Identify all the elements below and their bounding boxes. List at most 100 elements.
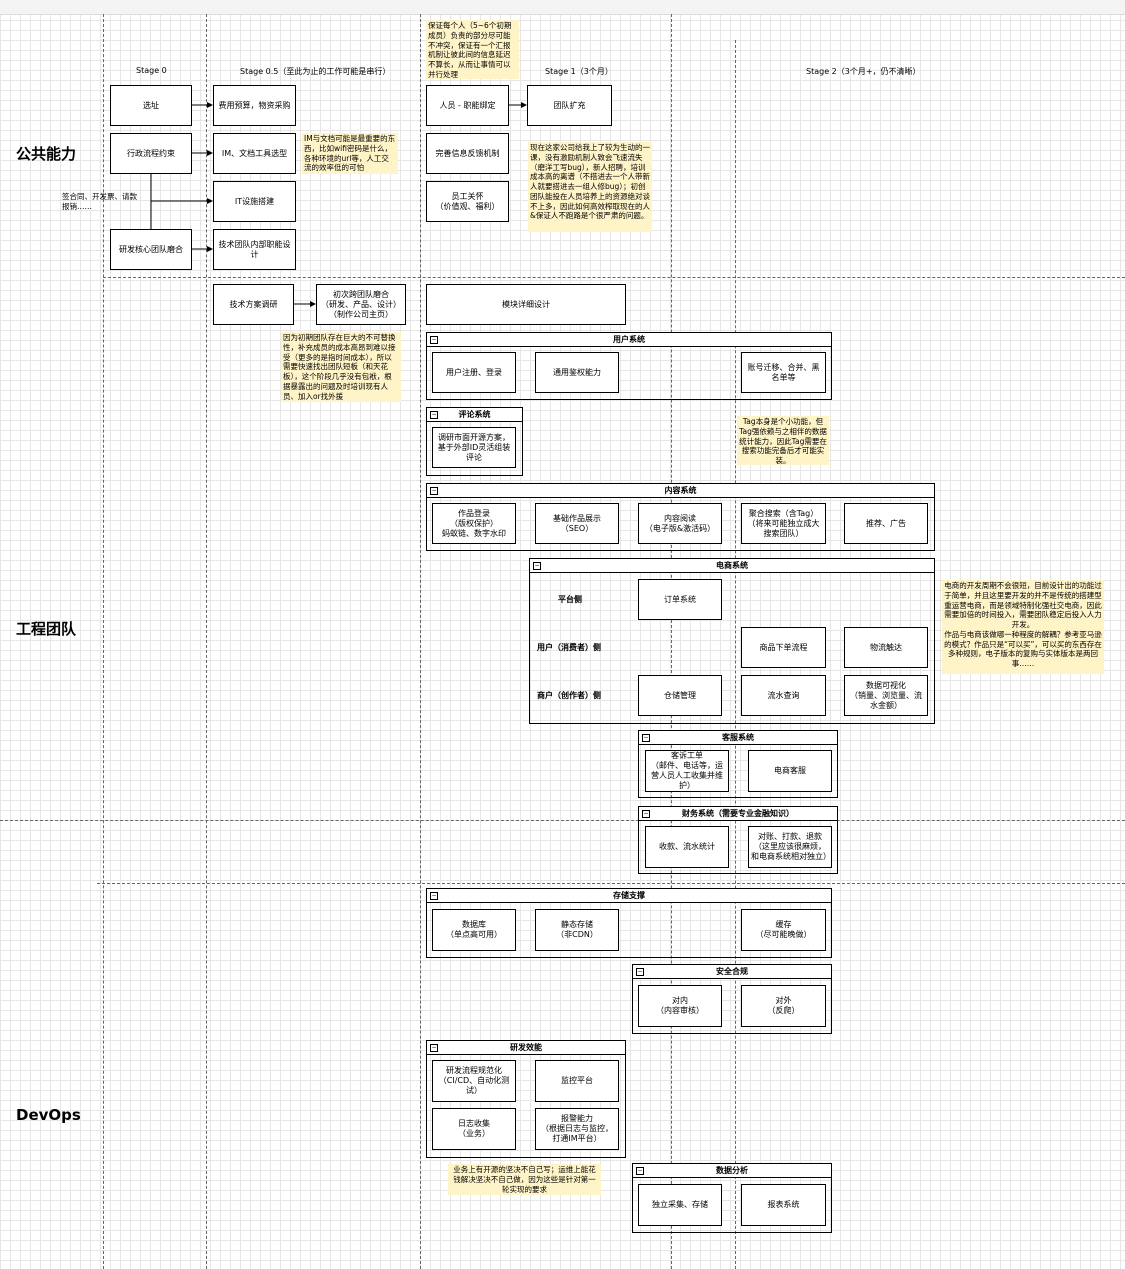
group-ecommerce-title: 电商系统 (716, 561, 748, 570)
note-im: IM与文档可能是最重要的东西，比如wifi密码是什么，各种环境的url等，人工交… (302, 133, 398, 174)
note-culture: 现在这家公司给我上了较为生动的一课，没有激励机制人致会飞速流失（磨洋工写bug）… (528, 142, 652, 232)
note-cross: 因为初期团队存在巨大的不可替换性，补充成员的成本高昂到难以接受（更多的是指时间成… (281, 332, 401, 402)
box-db[interactable]: 数据库 （单点高可用） (432, 909, 516, 951)
team-public-label: 公共能力 (16, 145, 77, 163)
box-recommend[interactable]: 推荐、广告 (844, 503, 928, 544)
box-cache[interactable]: 缓存 （尽可能晚做） (741, 909, 826, 951)
divider-eng-mid (0, 820, 1125, 821)
divider-stage2-left (735, 40, 736, 1269)
stage-0-label: Stage 0 (136, 66, 167, 75)
group-analytics: − 数据分析 (632, 1163, 832, 1233)
note-tag: Tag本身是个小功能，但Tag强依赖与之相伴的数据统计能力，因此Tag需要在搜索… (737, 416, 829, 465)
side-consumer-label: 用户（消费者）侧 (537, 643, 601, 652)
group-storage-title: 存储支撑 (613, 891, 645, 900)
stage-1-label: Stage 1（3个月） (545, 67, 613, 76)
box-order[interactable]: 订单系统 (638, 579, 722, 620)
box-site[interactable]: 选址 (110, 85, 192, 126)
group-user-title: 用户系统 (613, 335, 645, 344)
stage-2-label: Stage 2（3个月+，仍不清晰） (806, 67, 921, 76)
collapse-toggle[interactable]: − (636, 1167, 644, 1175)
box-cross[interactable]: 初次跨团队磨合 （研发、产品、设计） （制作公司主页） (316, 284, 406, 325)
divider-stage1-mid (671, 14, 672, 1269)
group-security: − 安全合规 (632, 964, 832, 1034)
group-review: − 评论系统 (426, 407, 523, 476)
side-platform-label: 平台侧 (558, 595, 582, 604)
divider-stage0-left (103, 14, 104, 1269)
box-viz[interactable]: 数据可视化 （销量、浏览量、流水金额） (844, 675, 928, 716)
box-role[interactable]: 人员 - 职能绑定 (426, 85, 509, 126)
divider-stage1-left (420, 14, 421, 1269)
box-core[interactable]: 研发核心团队磨合 (110, 229, 192, 270)
group-analytics-title: 数据分析 (716, 1166, 748, 1175)
box-admin[interactable]: 行政流程约束 (110, 133, 192, 174)
box-search[interactable]: 聚合搜索（含Tag） （将来可能独立成大搜索团队） (741, 503, 826, 544)
box-migrate[interactable]: 账号迁移、合并、黑名单等 (741, 352, 826, 393)
box-logistics[interactable]: 物流触达 (844, 627, 928, 668)
box-read[interactable]: 内容阅读 （电子版&激活码） (638, 503, 722, 544)
box-ecsvc[interactable]: 电商客服 (748, 750, 832, 792)
collapse-toggle[interactable]: − (430, 411, 438, 419)
divider-public-eng (103, 277, 1125, 278)
browser-top-strip (0, 0, 1125, 15)
box-log[interactable]: 日志收集 （业务） (432, 1108, 516, 1150)
box-comment[interactable]: 调研市面开源方案， 基于外部ID灵活组装评论 (432, 427, 516, 468)
box-report[interactable]: 报表系统 (741, 1184, 826, 1226)
box-cicd[interactable]: 研发流程规范化 （CI/CD、自动化测试） (432, 1060, 516, 1102)
box-monitor[interactable]: 监控平台 (535, 1060, 619, 1102)
collapse-toggle[interactable]: − (642, 810, 650, 818)
box-place[interactable]: 商品下单流程 (741, 627, 826, 668)
group-storage: − 存储支撑 (426, 888, 832, 958)
box-warehouse[interactable]: 仓储管理 (638, 675, 722, 716)
divider-eng-devops (97, 883, 1125, 884)
note-parallel: 保证每个人（5~6个初期成员）负责的部分尽可能不冲突，保证有一个汇报机制让彼此间… (426, 20, 519, 79)
box-auth[interactable]: 通用鉴权能力 (535, 352, 619, 393)
group-cs: − 客服系统 (638, 730, 838, 798)
box-outer[interactable]: 对外 （反爬） (741, 985, 826, 1027)
note-opensource: 业务上有开源的坚决不自己写；运维上能花钱解决坚决不自己做，因为这些是针对第一轮实… (448, 1164, 601, 1195)
group-security-title: 安全合规 (716, 967, 748, 976)
box-collect[interactable]: 独立采集、存储 (638, 1184, 722, 1226)
group-review-title: 评论系统 (458, 410, 491, 419)
group-content: − 内容系统 (426, 483, 935, 551)
group-efficiency-title: 研发效能 (510, 1043, 542, 1052)
box-income[interactable]: 收款、流水统计 (645, 826, 729, 868)
collapse-toggle[interactable]: − (430, 487, 438, 495)
group-content-title: 内容系统 (664, 486, 697, 495)
box-care[interactable]: 员工关怀 （价值观、福利） (426, 181, 509, 222)
team-devops-label: DevOps (16, 1106, 81, 1124)
box-static[interactable]: 静态存储 （非CDN） (535, 909, 619, 951)
collapse-toggle[interactable]: − (430, 336, 438, 344)
collapse-toggle[interactable]: − (430, 892, 438, 900)
note-ecom: 电商的开发周期不会很短，目前设计出的功能过于简单，并且这里要开发的并不是传统的搭… (942, 580, 1104, 674)
collapse-toggle[interactable]: − (430, 1044, 438, 1052)
box-ticket[interactable]: 客诉工单 （邮件、电话等，运营人员人工收集并维护） (645, 750, 729, 792)
collapse-toggle[interactable]: − (642, 734, 650, 742)
group-finance: − 财务系统（需要专业金融知识） (638, 806, 838, 874)
team-eng-label: 工程团队 (16, 620, 77, 638)
stage-05-label: Stage 0.5（至此为止的工作可能是串行） (240, 67, 391, 76)
box-flow[interactable]: 流水查询 (741, 675, 826, 716)
group-finance-title: 财务系统（需要专业金融知识） (682, 809, 794, 818)
box-alert[interactable]: 报警能力 （根据日志与监控，打通IM平台） (535, 1108, 619, 1150)
box-it[interactable]: IT设施搭建 (213, 181, 296, 222)
group-ecommerce: − 电商系统 (529, 558, 935, 724)
box-work[interactable]: 作品登录 （版权保护） 蚂蚁链、数字水印 (432, 503, 516, 544)
side-merchant-label: 商户（创作者）侧 (537, 691, 601, 700)
box-feedback[interactable]: 完善信息反馈机制 (426, 133, 509, 174)
box-inner[interactable]: 对内 （内容审核） (638, 985, 722, 1027)
box-module[interactable]: 模块详细设计 (426, 284, 626, 325)
box-techrole[interactable]: 技术团队内部职能设计 (213, 229, 296, 270)
group-efficiency: − 研发效能 (426, 1040, 626, 1158)
collapse-toggle[interactable]: − (533, 562, 541, 570)
box-im[interactable]: IM、文档工具选型 (213, 133, 296, 174)
box-expand[interactable]: 团队扩充 (527, 85, 612, 126)
divider-stage05-left (206, 14, 207, 1269)
box-recon[interactable]: 对账、打款、退款 （这里应该很麻烦，和电商系统相对独立） (748, 826, 832, 868)
group-cs-title: 客服系统 (722, 733, 754, 742)
box-research[interactable]: 技术方案调研 (213, 284, 294, 325)
box-basic[interactable]: 基础作品展示 （SEO） (535, 503, 619, 544)
box-reg[interactable]: 用户注册、登录 (432, 352, 516, 393)
collapse-toggle[interactable]: − (636, 968, 644, 976)
box-budget[interactable]: 费用预算，物资采购 (213, 85, 296, 126)
group-user: − 用户系统 (426, 332, 832, 400)
